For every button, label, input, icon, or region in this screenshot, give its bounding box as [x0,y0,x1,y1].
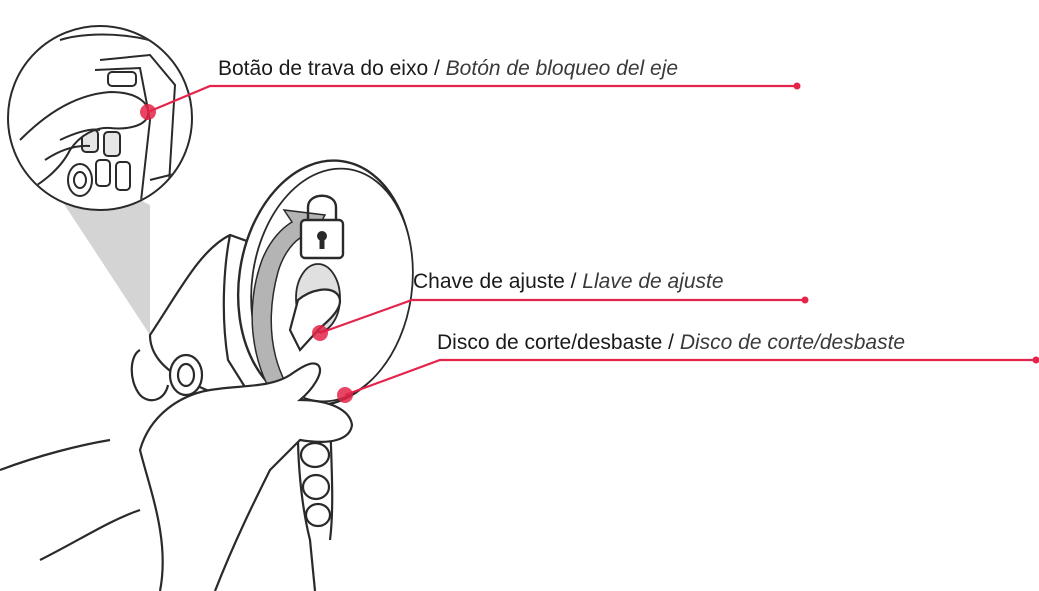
disc-marker [337,387,353,403]
callout-dots [140,82,1039,403]
label-pt: Botão de trava do eixo [218,57,429,80]
rotation-arrow-icon [251,209,327,431]
label-pt: Disco de corte/desbaste [437,331,663,354]
label-pt: Chave de ajuste [413,270,565,293]
inset-detail [7,25,193,211]
callout-wrench: Chave de ajuste / Llave de ajuste [413,270,724,294]
label-es: Disco de corte/desbaste [679,331,906,354]
wrench-marker [312,325,328,341]
label-separator: / [564,270,583,293]
label-separator: / [662,331,680,354]
callout-disc: Disco de corte/desbaste / Disco de corte… [437,331,905,355]
callout-lines [147,84,1036,397]
label-es: Llave de ajuste [582,270,724,293]
callout-spindle-lock: Botão de trava do eixo / Botón de bloque… [218,57,678,81]
hand-with-wrench [0,288,354,591]
label-es: Botón de bloqueo del eje [445,57,679,80]
label-separator: / [428,57,446,80]
padlock-icon [299,194,345,260]
spindle-lock-marker [140,104,156,120]
